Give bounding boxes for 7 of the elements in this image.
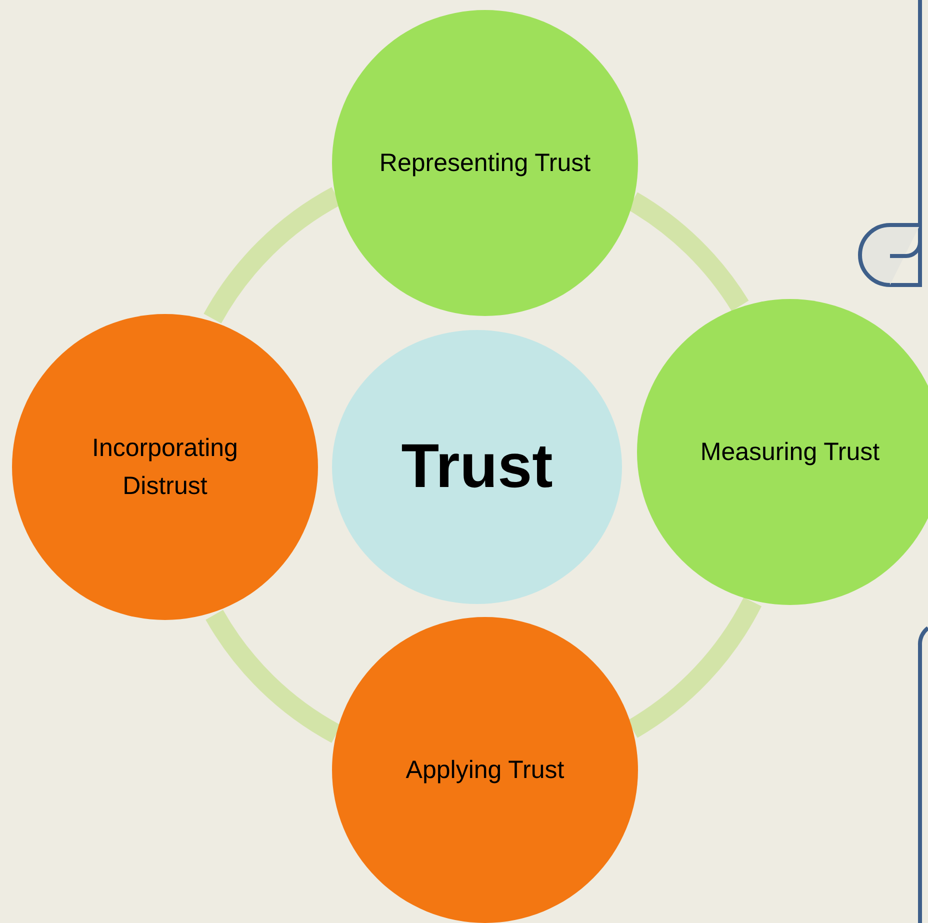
center-title: Trust — [401, 432, 553, 502]
topic-label: Measuring Trust — [700, 437, 880, 468]
ring-arc — [206, 609, 342, 743]
topic-label: Applying Trust — [406, 755, 564, 786]
topic-label: Representing Trust — [379, 148, 591, 179]
ring-arc — [626, 596, 762, 738]
topic-label: Incorporating Distrust — [91, 433, 239, 502]
